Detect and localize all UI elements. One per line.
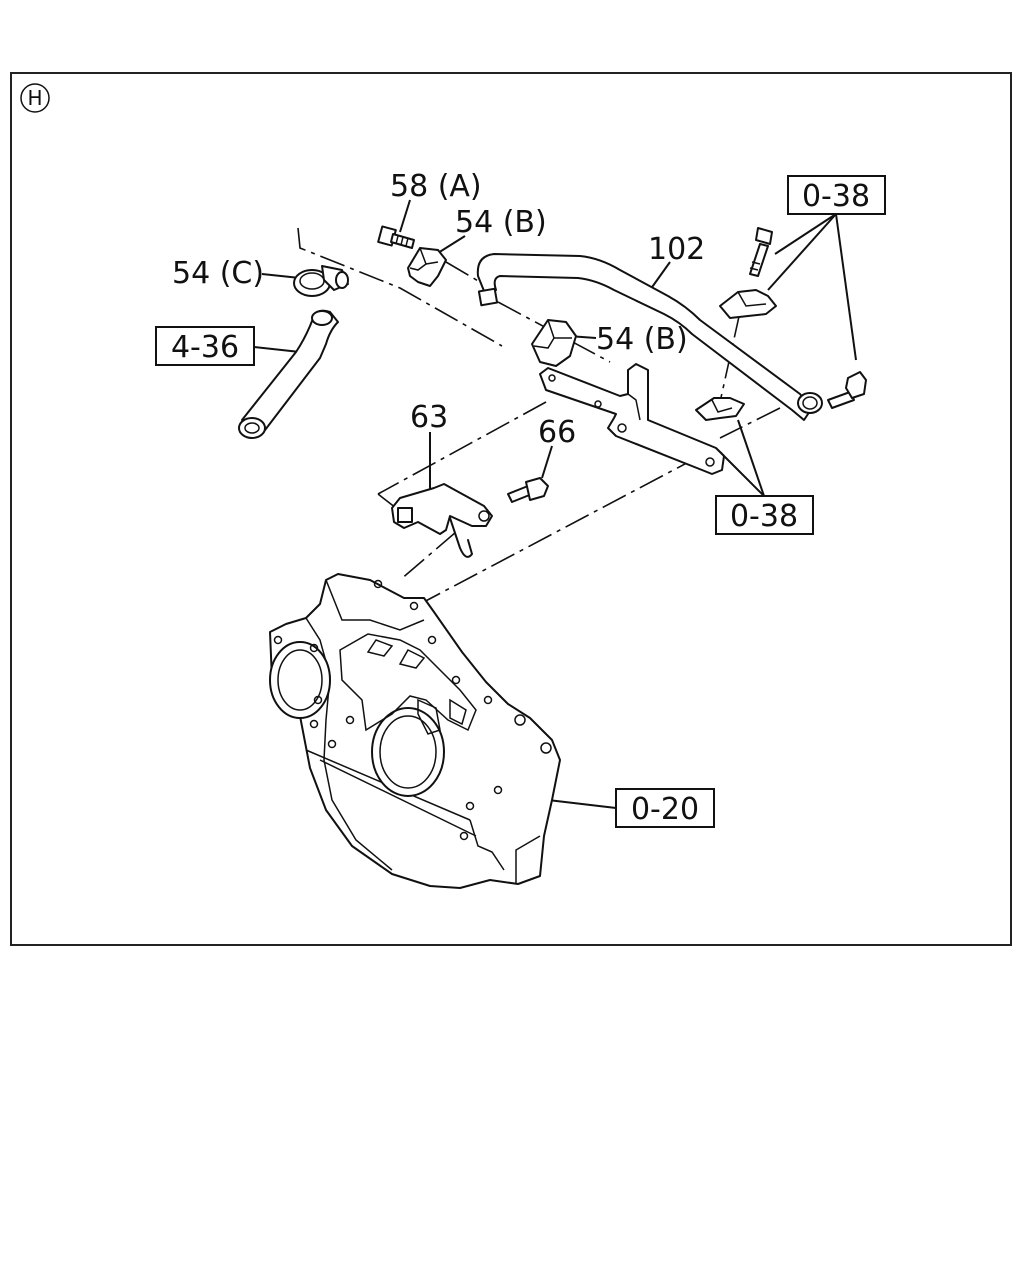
callout-54b-top: 54 (B) [455, 205, 547, 240]
section-marker: H [20, 83, 50, 113]
flywheel-housing-0-20 [269, 573, 561, 889]
pipe-bracket [539, 363, 725, 475]
clamp-54b-top [407, 247, 447, 287]
bolt-far-right [827, 371, 867, 409]
callout-54c: 54 (C) [172, 256, 264, 291]
clamp-top-right [719, 289, 777, 319]
callout-54b-mid: 54 (B) [596, 322, 688, 357]
assembly-lines [297, 227, 781, 605]
ref-4-36: 4-36 [171, 330, 239, 365]
callout-63: 63 [410, 400, 448, 435]
bolt-top-right [749, 227, 773, 277]
bracket-63 [391, 483, 493, 558]
ref-box-0-20: 0-20 [615, 788, 715, 828]
pipe-102 [476, 253, 823, 421]
ref-0-38-top: 0-38 [802, 179, 870, 214]
hose-4-36 [238, 309, 339, 439]
ref-box-4-36: 4-36 [155, 326, 255, 366]
diagram-frame [10, 72, 1012, 946]
callout-66: 66 [538, 415, 576, 450]
ref-box-0-38-bottom: 0-38 [715, 495, 814, 535]
callout-102: 102 [648, 232, 705, 267]
section-marker-letter: H [27, 86, 42, 110]
clamp-54c [293, 265, 349, 297]
clamp-54b-mid [531, 319, 577, 367]
ref-box-0-38-top: 0-38 [787, 175, 886, 215]
bolt-66 [507, 477, 549, 503]
ref-0-38-bottom: 0-38 [730, 499, 798, 534]
clamp-right [695, 397, 745, 421]
ref-0-20: 0-20 [631, 792, 699, 827]
bolt-58a [377, 225, 415, 249]
callout-58a: 58 (A) [390, 169, 482, 204]
